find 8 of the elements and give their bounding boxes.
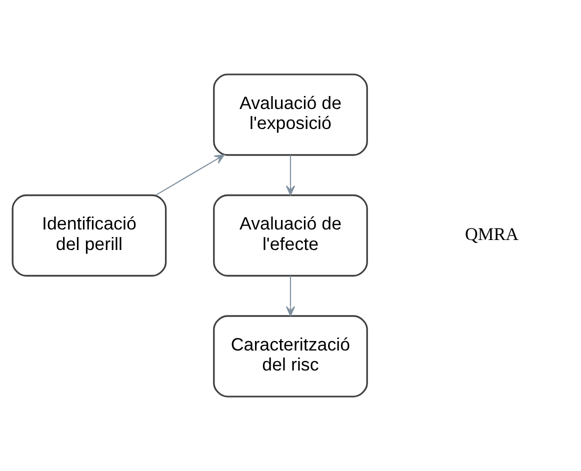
node-box: Caracterització del risc	[213, 315, 368, 398]
node-box: Identificació del perill	[12, 194, 167, 277]
node-box: Avaluació de l'efecte	[213, 194, 368, 277]
node-box: Avaluació de l'exposició	[213, 74, 368, 156]
arrow	[286, 276, 296, 316]
label: QMRA	[464, 224, 519, 244]
arrow	[286, 154, 296, 196]
arrow	[156, 154, 225, 196]
